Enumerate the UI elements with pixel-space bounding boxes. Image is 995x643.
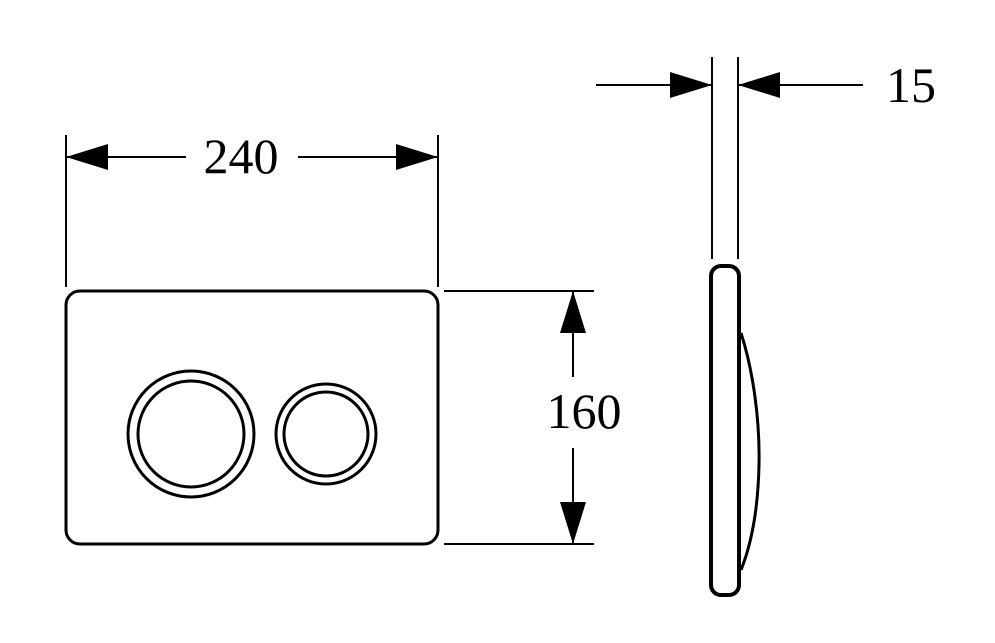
width-dimension-label: 240 xyxy=(204,128,279,184)
large-button-outer-circle xyxy=(126,369,256,499)
side-view xyxy=(709,264,761,597)
depth-dimension-label: 15 xyxy=(886,57,936,113)
arrow-left-icon xyxy=(66,144,108,170)
height-dimension-label: 160 xyxy=(547,383,622,439)
width-dimension: 240 xyxy=(65,128,439,287)
small-button-outer-circle xyxy=(274,382,378,486)
arrow-right-icon xyxy=(396,144,438,170)
small-button-inner-circle xyxy=(282,390,370,478)
large-button-inner-circle xyxy=(136,379,246,489)
height-dimension: 160 xyxy=(444,290,622,545)
plate-side-profile-curve xyxy=(739,332,761,571)
arrow-inward-right-icon xyxy=(670,72,712,98)
arrow-inward-left-icon xyxy=(738,72,780,98)
plate-side-outline xyxy=(709,264,741,597)
arrow-up-icon xyxy=(560,291,586,333)
arrow-down-icon xyxy=(560,502,586,544)
front-view xyxy=(64,289,440,546)
depth-dimension: 15 xyxy=(596,57,936,259)
